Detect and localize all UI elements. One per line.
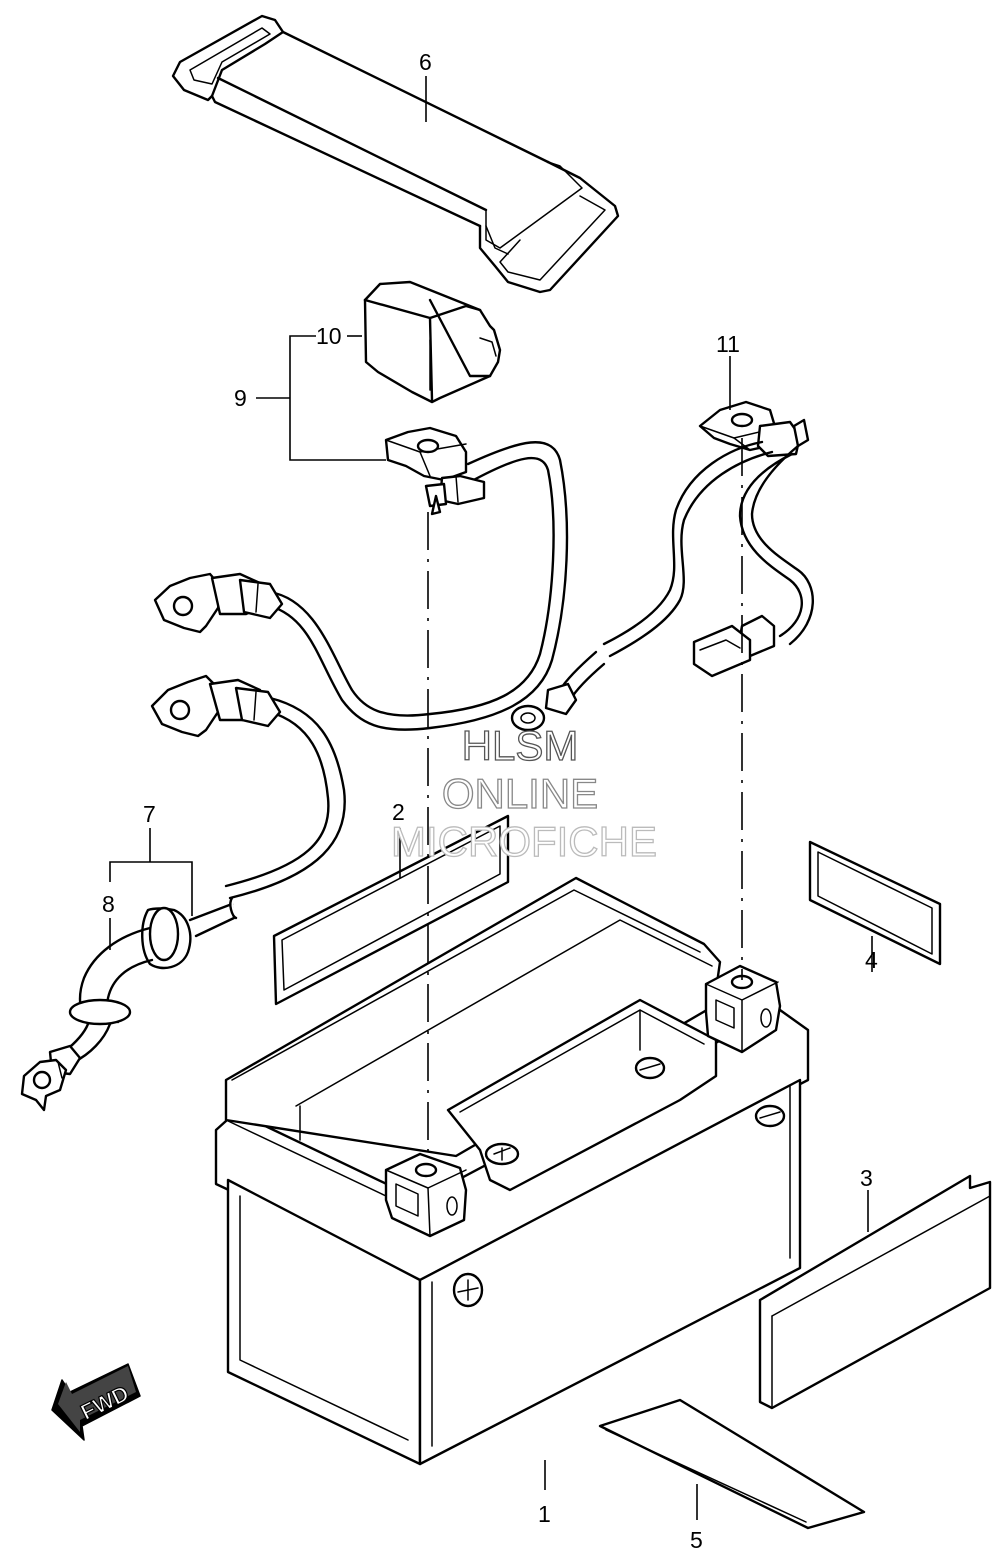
pad-5 <box>598 1398 866 1530</box>
leader-lines <box>109 76 873 1520</box>
pad-3 <box>758 1174 992 1410</box>
positive-cable <box>153 426 569 731</box>
watermark-line-3: MICROFICHE <box>391 818 657 865</box>
fwd-direction-badge: FWD <box>51 1363 141 1441</box>
watermark-line-1: HLSM <box>462 722 579 769</box>
callout-8: 8 <box>102 891 115 917</box>
negative-cable <box>20 674 346 1112</box>
label-4 <box>808 840 942 966</box>
watermark-line-2: ONLINE <box>442 770 598 817</box>
sticker-2 <box>272 814 510 1006</box>
alignment-lines <box>427 438 743 1160</box>
callout-6: 6 <box>419 49 432 75</box>
battery <box>214 876 810 1466</box>
callout-9: 9 <box>234 385 247 411</box>
callout-4: 4 <box>865 947 878 973</box>
terminal-cap <box>363 280 502 404</box>
callout-11: 11 <box>716 331 740 357</box>
callout-5: 5 <box>690 1527 703 1550</box>
right-cable <box>510 400 814 732</box>
battery-strap <box>171 14 620 294</box>
callouts: 1 2 3 4 5 6 7 8 9 10 11 <box>102 49 878 1550</box>
callout-10: 10 <box>316 323 342 349</box>
callout-2: 2 <box>392 799 405 825</box>
callout-7: 7 <box>143 801 156 827</box>
callout-1: 1 <box>538 1501 551 1527</box>
callout-3: 3 <box>860 1165 873 1191</box>
watermark: HLSM ONLINE MICROFICHE <box>390 721 657 865</box>
